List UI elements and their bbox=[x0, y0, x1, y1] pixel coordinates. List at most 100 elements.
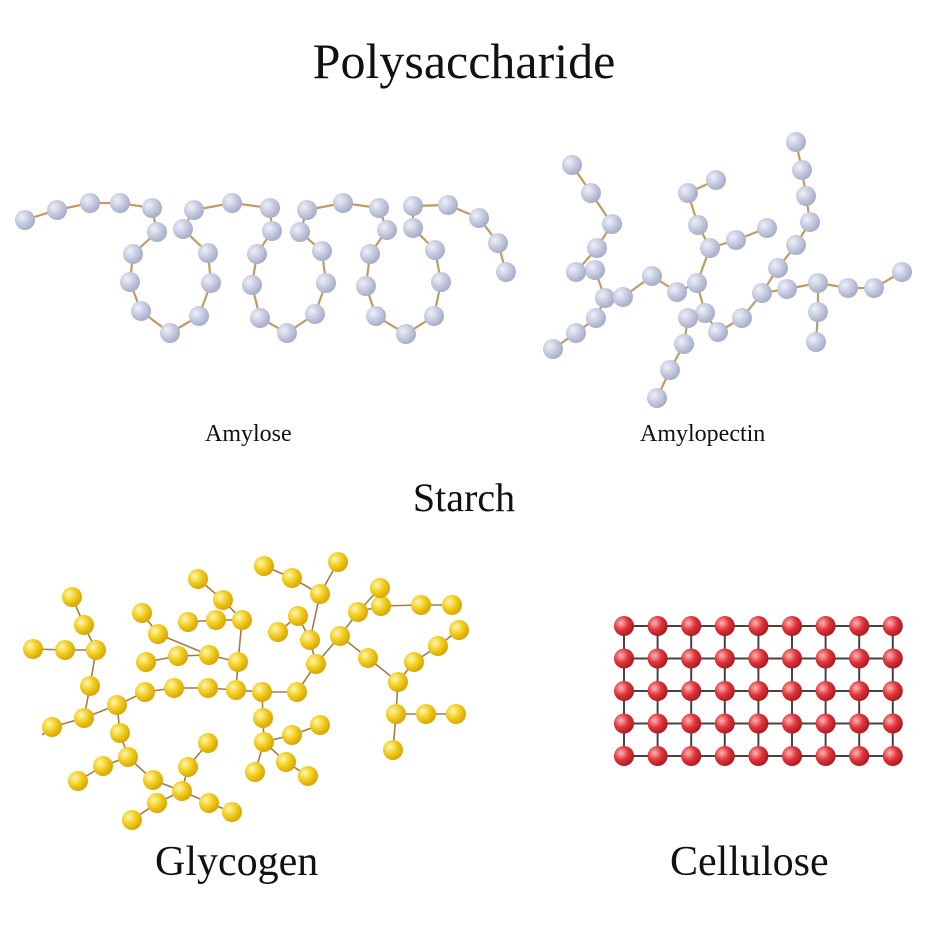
glycogen-bead bbox=[442, 595, 462, 615]
amylopectin-bead bbox=[700, 238, 720, 258]
glycogen-bead bbox=[358, 648, 378, 668]
glycogen-bead bbox=[198, 678, 218, 698]
amylopectin-bead bbox=[674, 334, 694, 354]
cellulose-bead bbox=[748, 648, 769, 669]
amylose-bead bbox=[189, 306, 209, 326]
amylose-bead bbox=[316, 273, 336, 293]
glycogen-bead bbox=[172, 781, 192, 801]
glycogen-bead bbox=[74, 708, 94, 728]
cellulose-bead bbox=[782, 713, 802, 734]
amylopectin-bead bbox=[688, 215, 708, 235]
amylose-bead bbox=[333, 193, 353, 213]
amylopectin-bead bbox=[642, 266, 662, 286]
cellulose-bead bbox=[782, 648, 802, 669]
glycogen-bead bbox=[188, 569, 208, 589]
glycogen-bead bbox=[388, 672, 408, 692]
glycogen-bead bbox=[62, 587, 82, 607]
amylose-bead bbox=[366, 306, 386, 326]
cellulose-bead bbox=[614, 648, 634, 669]
glycogen-bead bbox=[416, 704, 436, 724]
amylose-bead bbox=[142, 198, 162, 218]
glycogen-bead bbox=[370, 578, 390, 598]
glycogen-bead bbox=[404, 652, 424, 672]
glycogen-bead bbox=[122, 810, 142, 830]
amylose-molecule bbox=[15, 193, 516, 344]
bond bbox=[145, 654, 239, 663]
glycogen-bead bbox=[330, 626, 350, 646]
amylopectin-bead bbox=[695, 303, 715, 323]
glycogen-bead bbox=[199, 793, 219, 813]
glycogen-bead bbox=[348, 602, 368, 622]
amylose-bead bbox=[438, 195, 458, 215]
cellulose-bead bbox=[882, 746, 903, 766]
cellulose-bead bbox=[714, 648, 735, 669]
glycogen-bead bbox=[132, 603, 152, 623]
amylose-bead bbox=[396, 324, 416, 344]
glycogen-bead bbox=[300, 630, 320, 650]
amylopectin-label: Amylopectin bbox=[640, 421, 766, 447]
cellulose-bead bbox=[815, 616, 836, 636]
amylopectin-bead bbox=[585, 260, 605, 280]
glycogen-bead bbox=[86, 640, 106, 660]
cellulose-bead bbox=[849, 648, 870, 669]
glycogen-bead bbox=[136, 652, 156, 672]
amylopectin-bead bbox=[786, 235, 806, 255]
cellulose-molecule bbox=[614, 616, 903, 766]
amylose-bead bbox=[131, 301, 151, 321]
cellulose-bead bbox=[748, 746, 769, 766]
amylose-bead bbox=[47, 200, 67, 220]
cellulose-bead bbox=[849, 713, 870, 734]
amylose-bead bbox=[290, 222, 310, 242]
glycogen-bead bbox=[55, 640, 75, 660]
amylopectin-bead bbox=[808, 273, 828, 293]
amylopectin-bead bbox=[792, 160, 812, 180]
amylopectin-bead bbox=[678, 183, 698, 203]
amylose-bead bbox=[424, 306, 444, 326]
cellulose-bead bbox=[849, 681, 870, 701]
amylose-bead bbox=[201, 273, 221, 293]
glycogen-bead bbox=[288, 606, 308, 626]
amylopectin-bead bbox=[757, 218, 777, 238]
amylopectin-bead bbox=[687, 273, 707, 293]
amylose-bead bbox=[250, 308, 270, 328]
glycogen-bead bbox=[383, 740, 403, 760]
amylopectin-bead bbox=[667, 282, 687, 302]
cellulose-bead bbox=[815, 648, 836, 669]
cellulose-bead bbox=[782, 616, 802, 636]
amylose-bead bbox=[305, 304, 325, 324]
glycogen-bead bbox=[245, 762, 265, 782]
glycogen-bead bbox=[93, 756, 113, 776]
amylopectin-bead bbox=[660, 360, 680, 380]
cellulose-bead bbox=[882, 616, 903, 636]
amylose-bead bbox=[80, 193, 100, 213]
amylose-bead bbox=[277, 323, 297, 343]
bond bbox=[277, 614, 317, 665]
glycogen-bead bbox=[371, 596, 391, 616]
cellulose-bead bbox=[815, 713, 836, 734]
glycogen-bead bbox=[206, 610, 226, 630]
glycogen-bead bbox=[306, 654, 326, 674]
glycogen-bead bbox=[282, 725, 302, 745]
amylopectin-bead bbox=[586, 308, 606, 328]
amylose-bead bbox=[431, 272, 451, 292]
amylose-bead bbox=[260, 198, 280, 218]
amylopectin-bead bbox=[777, 279, 797, 299]
amylose-bead bbox=[403, 218, 423, 238]
amylopectin-bead bbox=[892, 262, 912, 282]
glycogen-bead bbox=[411, 595, 431, 615]
cellulose-bead bbox=[647, 648, 668, 669]
amylose-bead bbox=[369, 198, 389, 218]
cellulose-bead bbox=[681, 616, 702, 636]
amylose-bead bbox=[377, 220, 397, 240]
glycogen-bead bbox=[254, 732, 274, 752]
amylopectin-bead bbox=[647, 388, 667, 408]
glycogen-bead bbox=[253, 708, 273, 728]
glycogen-bead bbox=[268, 622, 288, 642]
amylose-bead bbox=[123, 244, 143, 264]
amylopectin-bead bbox=[800, 212, 820, 232]
cellulose-bead bbox=[681, 681, 702, 701]
glycogen-bead bbox=[328, 552, 348, 572]
glycogen-bead bbox=[228, 652, 248, 672]
glycogen-bead bbox=[198, 733, 218, 753]
